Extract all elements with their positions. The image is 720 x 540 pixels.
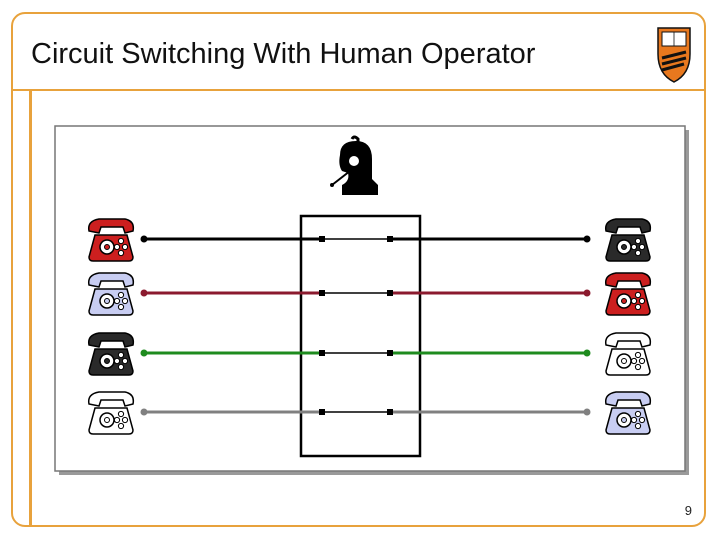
line-endpoint xyxy=(140,349,148,357)
line-endpoint xyxy=(583,408,591,416)
telephone-icon xyxy=(604,391,652,435)
page-number: 9 xyxy=(684,503,692,518)
switch-jack xyxy=(387,409,393,415)
telephone-icon xyxy=(87,218,135,262)
switch-jack xyxy=(319,290,325,296)
line-endpoint xyxy=(140,408,148,416)
telephone-icon xyxy=(87,272,135,316)
switchboard-diagram xyxy=(54,125,689,475)
telephone-icon xyxy=(604,272,652,316)
switchboard-box xyxy=(299,214,422,458)
telephone-icon xyxy=(87,391,135,435)
line-endpoint xyxy=(583,235,591,243)
switch-jack xyxy=(319,236,325,242)
slide-frame xyxy=(11,12,706,527)
switch-jack xyxy=(319,350,325,356)
left-accent-bar xyxy=(29,90,32,526)
telephone-icon xyxy=(87,332,135,376)
university-shield-logo xyxy=(657,27,691,83)
switch-jack xyxy=(387,350,393,356)
switch-jack xyxy=(387,290,393,296)
switch-jack xyxy=(387,236,393,242)
telephone-icon xyxy=(604,332,652,376)
operator-headset-icon xyxy=(330,135,378,195)
switch-jack xyxy=(319,409,325,415)
slide-title: Circuit Switching With Human Operator xyxy=(31,38,536,70)
line-endpoint xyxy=(140,235,148,243)
title-divider xyxy=(11,89,706,91)
line-endpoint xyxy=(583,289,591,297)
line-endpoint xyxy=(140,289,148,297)
telephone-icon xyxy=(604,218,652,262)
line-endpoint xyxy=(583,349,591,357)
